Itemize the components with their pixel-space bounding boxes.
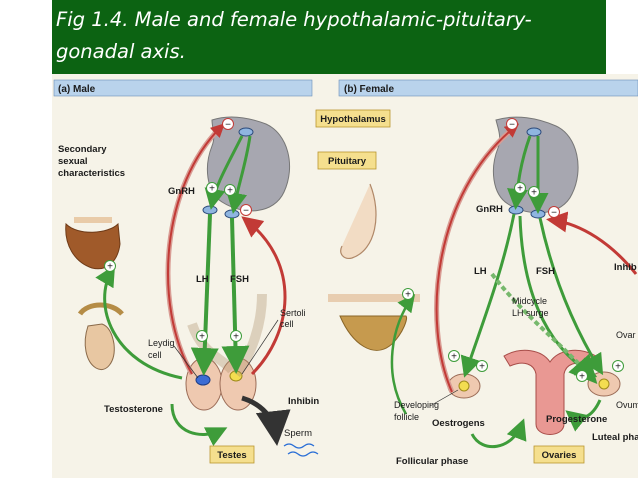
developing-follicle-line2: follicle (394, 412, 419, 422)
female-plus-sign-ovary-right: + (579, 372, 585, 383)
female-minus-sign-hypothalamus: − (509, 120, 515, 131)
female-plus-sign-follicle: + (451, 352, 457, 363)
male-plus-sign-fsh: + (227, 186, 233, 197)
sertoli-label-line2: cell (280, 319, 294, 329)
follicular-phase-label: Follicular phase (396, 456, 468, 467)
female-plus-sign-luteal: + (615, 362, 621, 373)
male-header-bar (53, 79, 313, 97)
secondary-label-line3: characteristics (58, 168, 125, 179)
male-plus-sign-sertoli: + (233, 332, 239, 343)
male-fsh-label: FSH (230, 274, 249, 285)
male-fsh-cell (224, 209, 240, 219)
hypothalamus-label: Hypothalamus (320, 114, 385, 125)
male-panel-header: (a) Male (58, 84, 96, 95)
female-minus-sign-pituitary: − (551, 208, 557, 219)
female-gnrh-label: GnRH (476, 204, 503, 215)
female-lh-cell (508, 205, 524, 215)
female-inhibin-label: Inhib (614, 262, 637, 273)
sertoli-label-line1: Sertoli (280, 308, 306, 318)
female-plus-sign-fsh: + (531, 188, 537, 199)
male-lh-arrow (190, 213, 219, 376)
male-secondary-arrow (95, 264, 183, 380)
male-lh-label: LH (196, 274, 209, 285)
female-plus-sign-breast: + (405, 290, 411, 301)
leydig-label-line1: Leydig (148, 338, 175, 348)
male-plus-sign-secondary: + (107, 262, 113, 273)
testosterone-label: Testosterone (104, 404, 163, 415)
testes-box (209, 445, 255, 464)
female-inhibin-feedback (546, 211, 638, 275)
ovaries-label: Ovaries (542, 450, 577, 461)
oestrogens-label: Oestrogens (432, 418, 485, 429)
progesterone-to-uterus-arrow (565, 399, 602, 432)
hypothalamus-box (315, 109, 391, 128)
pituitary-label: Pituitary (328, 156, 367, 167)
female-plus-sign-ovary-left: + (479, 362, 485, 373)
male-inhibin-label: Inhibin (288, 396, 319, 407)
male-testosterone-arrow (170, 403, 228, 447)
male-gnrh-neuron-top (238, 127, 254, 137)
breast-illustration (340, 183, 377, 259)
female-plus-sign-lh: + (517, 184, 523, 195)
slide-title: Fig 1.4. Male and female hypothalamic-pi… (56, 8, 532, 63)
female-gnrh-arrow-lh (507, 135, 532, 210)
testes-label: Testes (217, 450, 246, 461)
leydig-cell (195, 374, 211, 386)
midcycle-label-line2: LH surge (512, 308, 549, 318)
female-lh-label: LH (474, 266, 487, 277)
secondary-label-line1: Secondary (58, 144, 107, 155)
female-breast-arrow (390, 294, 416, 415)
sperm-output-arrow (241, 395, 291, 446)
male-genitalia-illustration (84, 323, 115, 370)
male-minus-sign-hypothalamus: − (225, 120, 231, 131)
leydig-label-line2: cell (148, 350, 162, 360)
male-lh-cell (202, 205, 218, 215)
pituitary-box (317, 151, 377, 170)
midcycle-lh-surge-arrow (490, 272, 598, 384)
female-pubic-illustration (339, 315, 407, 351)
male-gnrh-arrow-lh (204, 135, 244, 210)
male-inhibin-feedback (241, 216, 287, 376)
ovaries-box (533, 445, 585, 464)
female-lh-arrow (460, 213, 516, 378)
hpg-axis-diagram: (a) Male (b) Female Hypothalamus Pituita… (52, 74, 638, 478)
female-header-bar (338, 79, 638, 97)
oestrogen-to-uterus-arrow (470, 418, 527, 449)
male-gnrh-arrow-fsh (226, 135, 252, 214)
female-fsh-arrow (538, 217, 604, 376)
female-gnrh-neuron-top (526, 127, 542, 137)
sperm-label: Sperm (284, 428, 312, 439)
male-plus-sign-leydig: + (199, 332, 205, 343)
midcycle-label-line1: Midcycle (512, 296, 547, 306)
developing-follicle-line1: Developing (394, 400, 439, 410)
luteal-phase-label: Luteal phase (592, 432, 638, 443)
sperm-squiggles (283, 443, 319, 457)
male-gnrh-label: GnRH (168, 186, 195, 197)
male-fsh-arrow (221, 217, 250, 374)
ovum-label: Ovum (616, 400, 638, 410)
female-fsh-label: FSH (536, 266, 555, 277)
female-fsh-cell (530, 209, 546, 219)
ovary-label: Ovar (616, 330, 636, 340)
progesterone-label: Progesterone (546, 414, 607, 425)
title-banner: Fig 1.4. Male and female hypothalamic-pi… (52, 0, 606, 74)
secondary-label-line2: sexual (58, 156, 88, 167)
developing-follicle-icon (458, 380, 470, 392)
female-panel-header: (b) Female (344, 84, 394, 95)
male-minus-sign-pituitary: − (243, 206, 249, 217)
male-plus-sign-lh: + (209, 184, 215, 195)
corpus-luteum-icon (598, 378, 610, 390)
